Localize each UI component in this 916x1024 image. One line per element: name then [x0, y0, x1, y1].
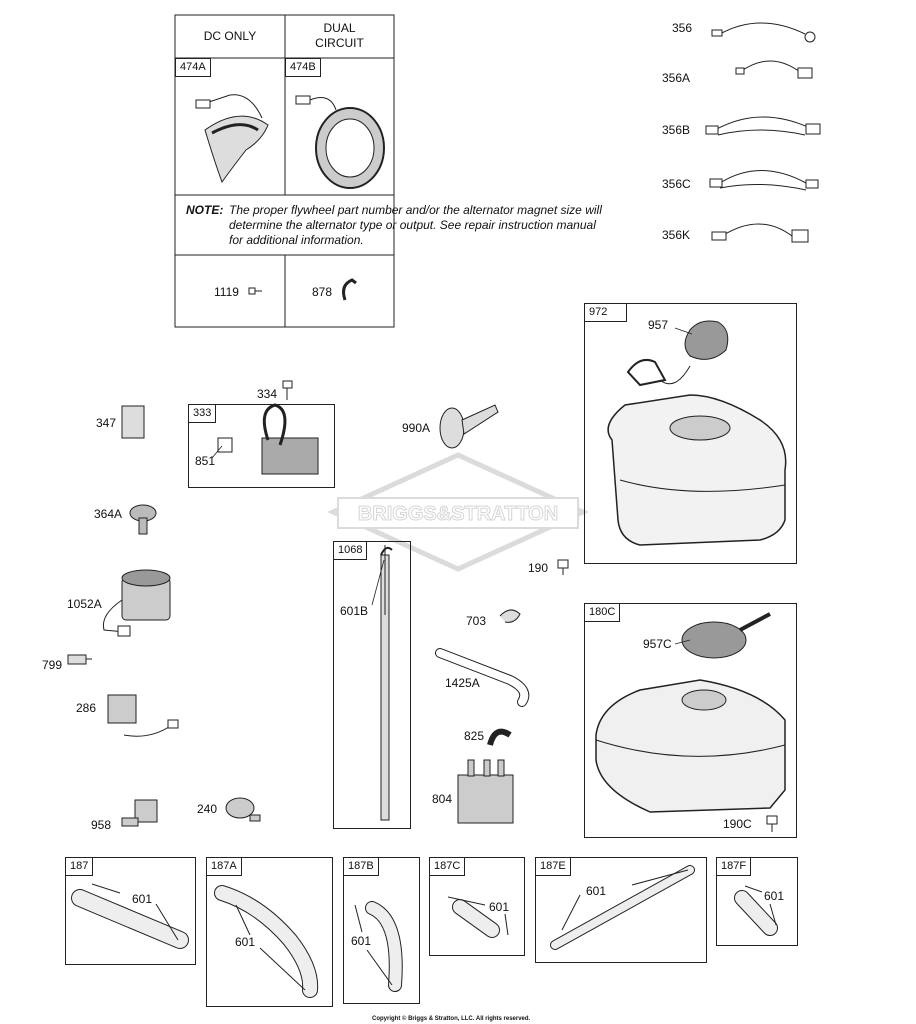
hose-187-drawing — [71, 883, 189, 949]
tag-187f: 187F — [716, 857, 752, 876]
part-label-1052a: 1052A — [67, 597, 102, 611]
fuel-tank-972-drawing — [607, 320, 787, 546]
note-line2: determine the alternator type or output.… — [229, 218, 596, 232]
part-label-703: 703 — [466, 614, 487, 628]
part-label-601-187f: 601 — [764, 889, 785, 903]
hose-187e-drawing — [550, 865, 695, 950]
part-240-drawing — [225, 797, 261, 822]
part-364a-drawing — [129, 504, 157, 535]
part-label-190: 190 — [528, 561, 549, 575]
tag-187c: 187C — [429, 857, 466, 876]
part-label-601-187a: 601 — [235, 935, 256, 949]
briggs-stratton-watermark-logo: BRIGGS&STRATTON — [326, 452, 590, 572]
part-label-347: 347 — [96, 416, 117, 430]
part-label-601-187b: 601 — [351, 934, 372, 948]
fuel-tank-180c-drawing — [595, 612, 786, 813]
tag-187b: 187B — [343, 857, 379, 876]
note-line1: The proper flywheel part number and/or t… — [229, 203, 602, 217]
copyright-text: Copyright © Briggs & Stratton, LLC. All … — [372, 1016, 531, 1022]
box-333: 333 — [188, 404, 335, 488]
box-1068: 1068 — [333, 541, 411, 829]
part-label-601-187: 601 — [132, 892, 153, 906]
tag-187e: 187E — [535, 857, 571, 876]
part-958-drawing — [121, 799, 158, 827]
box-187b: 187B — [343, 857, 420, 1004]
part-label-364a: 364A — [94, 507, 123, 521]
tag-1068: 1068 — [333, 541, 368, 560]
tag-474a: 474A — [175, 58, 211, 77]
dipstick-1068-drawing — [380, 545, 393, 821]
primer-990a-drawing — [439, 404, 499, 449]
part-label-356c: 356C — [662, 177, 691, 191]
clamp-703-drawing — [499, 609, 521, 623]
header-dual-circuit-line2: CIRCUIT — [315, 36, 364, 50]
part-label-851: 851 — [195, 454, 216, 468]
tag-972: 972 — [584, 303, 627, 322]
clip-878-drawing — [342, 278, 357, 301]
part-label-190c: 190C — [723, 817, 752, 831]
svg-text:BRIGGS&STRATTON: BRIGGS&STRATTON — [358, 503, 558, 525]
hose-187b-drawing — [354, 901, 403, 992]
hose-187a-drawing — [214, 885, 319, 998]
tag-333: 333 — [188, 404, 217, 423]
part-label-601-187c: 601 — [489, 900, 510, 914]
box-972: 972 — [584, 303, 797, 564]
part-label-799: 799 — [42, 658, 63, 672]
hose-187f-drawing — [734, 885, 778, 936]
part-label-356a: 356A — [662, 71, 691, 85]
part-label-804: 804 — [432, 792, 453, 806]
screw-334-drawing — [282, 380, 293, 400]
part-label-356b: 356B — [662, 123, 691, 137]
ignition-coil-333-drawing — [217, 403, 319, 475]
part-label-958: 958 — [91, 818, 112, 832]
screw-1119-drawing — [248, 287, 262, 295]
header-dc-only: DC ONLY — [203, 29, 257, 43]
solenoid-1052a-drawing — [102, 569, 171, 637]
box-187c: 187C — [429, 857, 525, 956]
part-799-drawing — [67, 654, 92, 665]
part-label-825: 825 — [464, 729, 485, 743]
part-label-1119: 1119 — [214, 285, 239, 299]
tag-187: 187 — [65, 857, 94, 876]
screw-190-drawing — [557, 559, 569, 575]
alternator-474a-drawing — [195, 94, 269, 184]
part-label-356k: 356K — [662, 228, 691, 242]
box-187a: 187A — [206, 857, 333, 1007]
part-label-990a: 990A — [402, 421, 431, 435]
leader-lines — [211, 327, 693, 645]
part-286-drawing — [107, 694, 179, 737]
part-label-1425a: 1425A — [445, 676, 480, 690]
part-label-601b: 601B — [340, 604, 369, 618]
part-label-240: 240 — [197, 802, 218, 816]
part-label-957: 957 — [648, 318, 669, 332]
box-180c: 180C — [584, 603, 797, 838]
tag-187a: 187A — [206, 857, 242, 876]
box-187e: 187E — [535, 857, 707, 963]
note-label: NOTE: — [186, 203, 224, 217]
alternator-474b-drawing — [295, 95, 385, 189]
header-dual-circuit-line1: DUAL — [323, 21, 356, 35]
part-label-334: 334 — [257, 387, 278, 401]
box-187f: 187F — [716, 857, 798, 946]
wire-harness-drawings — [705, 22, 821, 243]
part-label-878: 878 — [312, 285, 333, 299]
tag-180c: 180C — [584, 603, 621, 622]
tag-474b: 474B — [285, 58, 321, 77]
elbow-825-drawing — [487, 728, 512, 746]
filter-804-drawing — [457, 759, 514, 824]
part-label-356: 356 — [672, 21, 693, 35]
screw-190c-drawing — [766, 815, 778, 832]
part-label-601-187e: 601 — [586, 884, 607, 898]
part-label-286: 286 — [76, 701, 97, 715]
box-187: 187 — [65, 857, 196, 965]
note-line3: for additional information. — [229, 233, 364, 247]
hose-187c-drawing — [447, 896, 509, 938]
part-347-drawing — [121, 405, 145, 439]
part-label-957c: 957C — [643, 637, 672, 651]
